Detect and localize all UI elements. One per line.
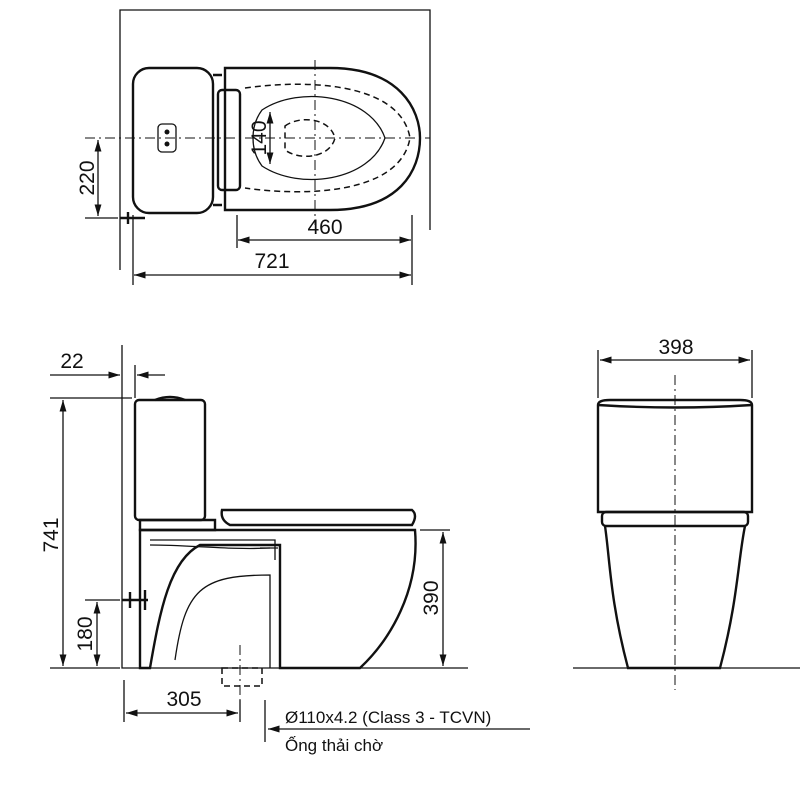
dim-390: 390	[420, 580, 443, 615]
seat-hinge	[216, 88, 242, 192]
pipe-spec: Ø110x4.2 (Class 3 - TCVN)	[285, 708, 491, 727]
front-view: 398	[573, 336, 800, 690]
dim-398: 398	[658, 336, 693, 359]
seat-lid-side	[220, 508, 417, 527]
dim-305: 305	[166, 688, 201, 711]
bowl-inner	[252, 95, 386, 181]
dim-741: 741	[40, 517, 63, 552]
bowl-side	[138, 528, 417, 670]
wall-floor	[121, 345, 468, 669]
dim-220: 220	[76, 160, 99, 195]
dim-140: 140	[248, 120, 271, 155]
top-view: 220 140 460 721	[76, 9, 431, 285]
side-view: 741 180 22 390 305 Ø110x4.2 (Class 3 - T…	[40, 345, 530, 755]
dim-22: 22	[60, 350, 83, 373]
flush-button	[157, 123, 177, 153]
wall-outline	[119, 9, 431, 270]
dim-180: 180	[74, 616, 97, 651]
bowl-front	[603, 525, 747, 670]
tank-front	[596, 398, 754, 514]
dim-460: 460	[307, 216, 342, 239]
seat-front	[600, 510, 750, 528]
tank-top	[131, 66, 215, 215]
dim-721: 721	[254, 250, 289, 273]
tank-side	[133, 398, 207, 522]
bowl-rim-hidden	[244, 83, 411, 193]
pipe-label: Ống thải chờ	[285, 735, 383, 755]
